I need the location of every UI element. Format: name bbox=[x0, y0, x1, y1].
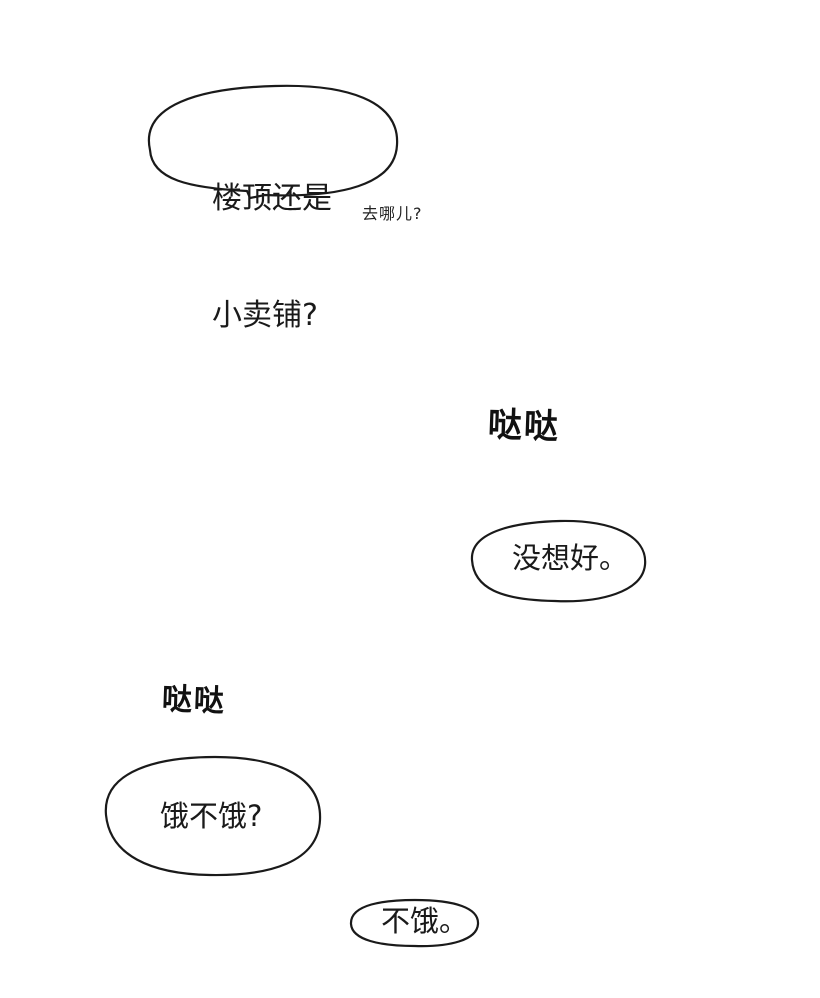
speech-bubble-hungry-question: 饿不饿? bbox=[160, 799, 263, 833]
sound-effect-footsteps: 哒哒 bbox=[161, 681, 227, 720]
speech-bubble-not-decided: 没想好。 bbox=[512, 541, 629, 575]
bubble-line-1: 楼顶还是 bbox=[212, 181, 332, 216]
speech-bubble-not-hungry: 不饿。 bbox=[381, 904, 469, 938]
speech-bubble-rooftop-or-shop: 楼顶还是 小卖铺? bbox=[212, 101, 332, 413]
bubble-line-2: 小卖铺? bbox=[212, 298, 318, 333]
whisper-text: 去哪儿? bbox=[362, 204, 423, 223]
sound-effect-footsteps: 哒哒 bbox=[487, 404, 561, 448]
